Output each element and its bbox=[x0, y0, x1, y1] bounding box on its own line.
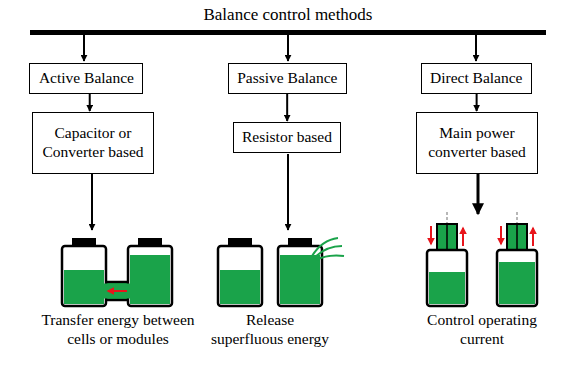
process-box: Passive Balance bbox=[228, 63, 347, 94]
process-box: Direct Balance bbox=[421, 63, 532, 94]
box-label: Capacitor or Converter based bbox=[41, 124, 145, 161]
active-battery-pair bbox=[62, 238, 172, 306]
process-box: Capacitor or Converter based bbox=[32, 112, 154, 174]
process-box: Resistor based bbox=[233, 122, 341, 153]
process-box: Main power converter based bbox=[416, 112, 538, 174]
box-label: Main power converter based bbox=[425, 124, 529, 161]
flow-arrow bbox=[476, 94, 478, 111]
direct-battery-pair bbox=[427, 212, 537, 306]
passive-battery-pair bbox=[218, 238, 344, 306]
box-label: Direct Balance bbox=[430, 69, 523, 88]
flow-arrow bbox=[286, 94, 288, 121]
box-label: Passive Balance bbox=[237, 69, 337, 88]
caption-note: Control operating current bbox=[421, 311, 543, 348]
process-box: Active Balance bbox=[29, 63, 143, 94]
bus-bar bbox=[30, 30, 546, 61]
caption-note: Transfer energy between cells or modules bbox=[34, 311, 202, 348]
flow-arrow bbox=[89, 94, 91, 111]
box-label: Active Balance bbox=[39, 69, 134, 88]
caption-note: Release superfluous energy bbox=[210, 311, 330, 348]
diagram-title: Balance control methods bbox=[203, 5, 372, 25]
box-label: Resistor based bbox=[242, 128, 332, 147]
